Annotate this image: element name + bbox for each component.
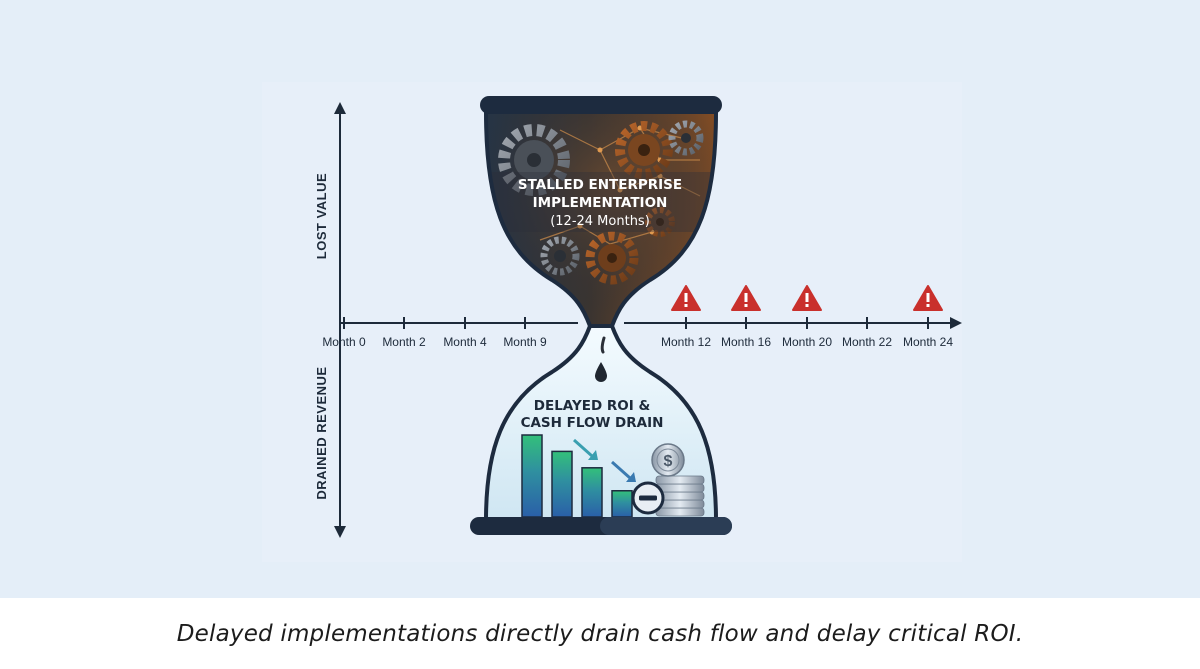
dollar-coin-icon: $: [651, 443, 685, 477]
bottom-chamber-title-line2: CASH FLOW DRAIN: [521, 415, 664, 431]
hourglass-infographic: LOST VALUE DRAINED REVENUE: [314, 96, 962, 538]
roi-bar: [551, 450, 573, 518]
declining-bars: [521, 434, 633, 518]
warning-triangle-icon: [671, 285, 701, 311]
top-chamber-title-line2: IMPLEMENTATION: [533, 195, 668, 211]
vertical-axis: [334, 102, 346, 538]
decline-arrow-icon: [611, 460, 636, 482]
axis-arrow-up-icon: [334, 102, 346, 114]
hourglass-top-cap: [480, 96, 722, 114]
timeline-tick-label: Month 24: [903, 335, 953, 349]
gear-icon: [668, 120, 704, 156]
timeline-axis: [340, 317, 962, 329]
warning-triangle-icon: [731, 285, 761, 311]
roi-bar: [521, 434, 543, 518]
caption-text: Delayed implementations directly drain c…: [176, 620, 1024, 647]
water-drop-icon: [595, 362, 607, 382]
caption-bar: Delayed implementations directly drain c…: [0, 598, 1200, 669]
svg-text:$: $: [664, 453, 673, 470]
hourglass-bottom-cap-highlight: [600, 517, 732, 535]
timeline-ticks: Month 0 Month 2 Month 4 Month 9 Month 12 Mont…: [322, 317, 953, 349]
roi-bar: [581, 467, 603, 518]
gear-icon: [585, 231, 639, 285]
timeline-tick-label: Month 4: [443, 335, 487, 349]
gear-icon: [540, 236, 580, 276]
infographic-stage: LOST VALUE DRAINED REVENUE: [0, 0, 1200, 598]
warning-triangle-icon: [792, 285, 822, 311]
timeline-tick-label: Month 0: [322, 335, 366, 349]
decline-arrow-icon: [573, 438, 598, 460]
axis-arrow-down-icon: [334, 526, 346, 538]
gear-icon: [498, 124, 570, 196]
drained-revenue-label: DRAINED REVENUE: [314, 366, 329, 499]
timeline-tick-label: Month 20: [782, 335, 832, 349]
drip-stream: [600, 336, 606, 354]
timeline-tick-label: Month 2: [382, 335, 426, 349]
top-chamber-subtitle: (12-24 Months): [550, 214, 650, 229]
top-chamber-title-line1: STALLED ENTERPRISE: [518, 177, 682, 193]
warning-triangle-icon: [913, 285, 943, 311]
bottom-chamber-title-line1: DELAYED ROI &: [534, 398, 651, 414]
timeline-tick-label: Month 16: [721, 335, 771, 349]
minus-circle-icon: [631, 481, 665, 515]
coin-stack: [655, 475, 705, 517]
roi-bar: [611, 490, 633, 518]
gear-icon: [615, 121, 673, 179]
hourglass-bottom-chamber: DELAYED ROI & CASH FLOW DRAIN $: [483, 324, 719, 522]
warning-markers: [671, 285, 943, 311]
timeline-tick-label: Month 12: [661, 335, 711, 349]
axis-arrow-right-icon: [950, 317, 962, 329]
gear-icon: [645, 207, 675, 237]
lost-value-label: LOST VALUE: [314, 173, 329, 259]
timeline-tick-label: Month 22: [842, 335, 892, 349]
timeline-tick-label: Month 9: [503, 335, 547, 349]
